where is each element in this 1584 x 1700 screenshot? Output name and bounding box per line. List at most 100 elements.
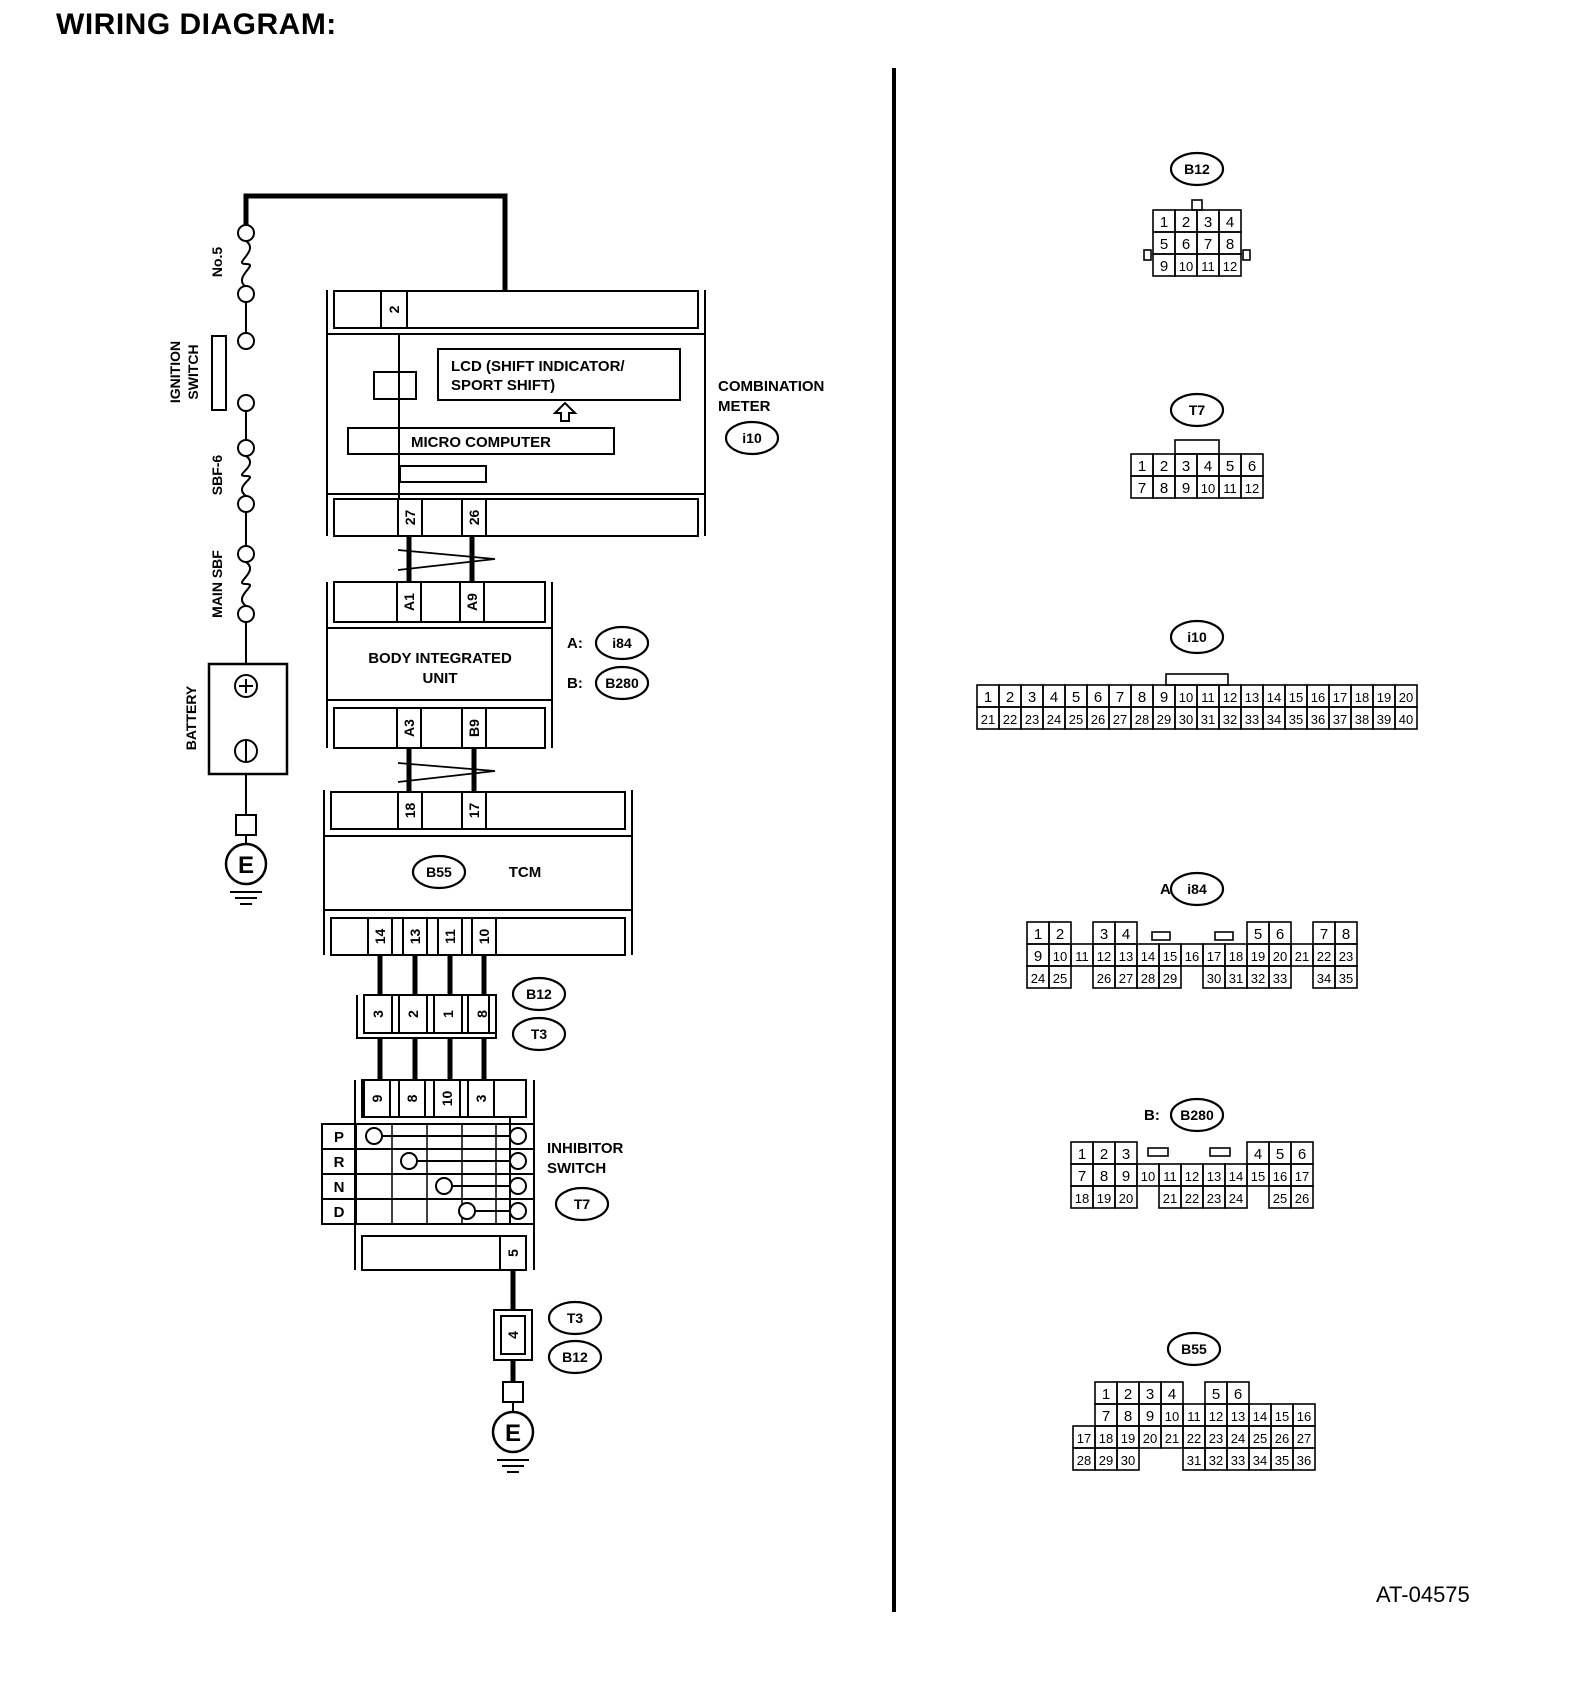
face-t7-latch: [1174, 439, 1220, 455]
face-b12-pin-2: 2: [1182, 214, 1190, 231]
face-b12-name: B12: [1184, 161, 1210, 177]
face-b12-pin-6: 6: [1182, 236, 1190, 253]
meter-relay: [373, 371, 417, 400]
joint-pin-3: 3: [370, 1010, 386, 1018]
face-i84-pin-17: 17: [1207, 949, 1221, 964]
biu-top-connector: [333, 581, 546, 623]
ground-connector-2: [502, 1381, 524, 1403]
combination-meter-label-2: METER: [718, 398, 771, 415]
meter-pin-26: 26: [466, 510, 482, 526]
biu-bottom-connector: [333, 707, 546, 749]
face-b280-name: B280: [1180, 1107, 1214, 1123]
meter-bottom-connector: [333, 498, 699, 537]
tcm-pin-18: 18: [402, 803, 418, 819]
face-i84-latch-1: [1151, 931, 1171, 941]
face-b280-latch-1: [1147, 1147, 1169, 1157]
face-b55-pin-8: 8: [1124, 1408, 1132, 1425]
face-b280-pin-23: 23: [1207, 1191, 1221, 1206]
face-t7-pin-2: 2: [1160, 458, 1168, 475]
face-i84-pin-14: 14: [1141, 949, 1155, 964]
face-b12-pin-4: 4: [1226, 214, 1234, 231]
face-t7-pin-4: 4: [1204, 458, 1212, 475]
face-b55-pin-18: 18: [1099, 1431, 1113, 1446]
face-i84-pin-2: 2: [1056, 926, 1064, 943]
ground-joint-connector-t3: T3: [567, 1310, 584, 1326]
twist-marker-2: [397, 762, 496, 783]
fuse-no5: [241, 240, 251, 288]
ignition-switch-body: [211, 335, 227, 411]
face-i84-pin-26: 26: [1097, 971, 1111, 986]
face-b12-pin-7: 7: [1204, 236, 1212, 253]
inhibitor-pin-10: 10: [439, 1091, 455, 1107]
face-b280-pin-8: 8: [1100, 1168, 1108, 1185]
tcm-connector-b55-oval: [411, 854, 467, 890]
face-b55-pin-15: 15: [1275, 1409, 1289, 1424]
face-b55-pin-10: 10: [1165, 1409, 1179, 1424]
tcm-pin-13: 13: [407, 929, 423, 945]
face-i84-pin-32: 32: [1251, 971, 1265, 986]
joint-pin-2: 2: [405, 1010, 421, 1018]
face-i84-cell-35: [1334, 965, 1358, 989]
biu-label-1: BODY INTEGRATED: [368, 650, 512, 667]
inhibitor-pin-9: 9: [369, 1094, 385, 1102]
ground-joint-pin-cell: [500, 1315, 526, 1355]
face-b55-pin-27: 27: [1297, 1431, 1311, 1446]
face-t7-pin-9: 9: [1182, 480, 1190, 497]
face-i10-pin-3: 3: [1028, 689, 1036, 706]
inhibitor-pos-N: N: [334, 1179, 345, 1196]
joint-pin-2-cell: [398, 994, 428, 1034]
inhibitor-pos-D: D: [334, 1204, 345, 1221]
face-i10-pin-11: 11: [1201, 690, 1215, 705]
meter-top-connector: [333, 290, 699, 329]
tcm-label: TCM: [509, 864, 542, 881]
biu-conn-b-prefix: B:: [567, 675, 583, 692]
face-i10-pin-4: 4: [1050, 689, 1058, 706]
face-t7-pin-7: 7: [1138, 480, 1146, 497]
face-i84-pin-13: 13: [1119, 949, 1133, 964]
face-b280-pin-2: 2: [1100, 1146, 1108, 1163]
face-i84-pin-5: 5: [1254, 926, 1262, 943]
face-b55-pin-5: 5: [1212, 1386, 1220, 1403]
face-i10-pin-8: 8: [1138, 689, 1146, 706]
lcd-label-1: LCD (SHIFT INDICATOR/: [451, 358, 625, 375]
ignition-switch-bottom-terminal: [237, 394, 255, 412]
face-t7-cell-12: [1240, 475, 1264, 499]
face-i84-pin-3: 3: [1100, 926, 1108, 943]
inhibitor-bottom-connector: [361, 1235, 527, 1271]
face-i84-pin-28: 28: [1141, 971, 1155, 986]
sbf6-fuse: [241, 455, 251, 497]
face-i84-pin-1: 1: [1034, 926, 1042, 943]
face-t7-pin-12: 12: [1245, 481, 1259, 496]
face-b280-pin-19: 19: [1097, 1191, 1111, 1206]
fuse-no5-top-terminal: [237, 224, 255, 242]
face-i10-pin-36: 36: [1311, 712, 1325, 727]
inhibitor-pin-3-cell: [467, 1079, 495, 1118]
biu-pin-a3: A3: [401, 719, 417, 737]
face-b55-pin-25: 25: [1253, 1431, 1267, 1446]
ground-joint-connector-b12-oval: [547, 1339, 603, 1375]
face-i84-cell-33: [1268, 965, 1292, 989]
face-t7-pin-3: 3: [1182, 458, 1190, 475]
face-i84-name-oval: [1169, 871, 1225, 907]
biu-connector-b280: B280: [605, 675, 639, 691]
ground-inhibitor-label: E: [505, 1420, 521, 1447]
main-sbf-bottom-terminal: [237, 605, 255, 623]
face-i10-pin-2: 2: [1006, 689, 1014, 706]
sbf6-label: SBF-6: [209, 455, 225, 496]
face-b280-cell-20: [1114, 1185, 1138, 1209]
face-i84-pin-18: 18: [1229, 949, 1243, 964]
face-i84-pin-6: 6: [1276, 926, 1284, 943]
face-i84-name: i84: [1187, 881, 1207, 897]
face-i10-pin-10: 10: [1179, 690, 1193, 705]
face-b55-pin-20: 20: [1143, 1431, 1157, 1446]
face-b12-pin-9: 9: [1160, 258, 1168, 275]
face-i10-pin-13: 13: [1245, 690, 1259, 705]
main-sbf-fuse: [241, 561, 251, 607]
joint-pin-8: 8: [474, 1010, 490, 1018]
face-b280-pin-13: 13: [1207, 1169, 1221, 1184]
inhibitor-contact-N-right: [509, 1177, 527, 1195]
face-b55-pin-1: 1: [1102, 1386, 1110, 1403]
biu-pin-a1: A1: [401, 593, 417, 611]
face-i10-name: i10: [1187, 629, 1207, 645]
face-i84-pin-25: 25: [1053, 971, 1067, 986]
